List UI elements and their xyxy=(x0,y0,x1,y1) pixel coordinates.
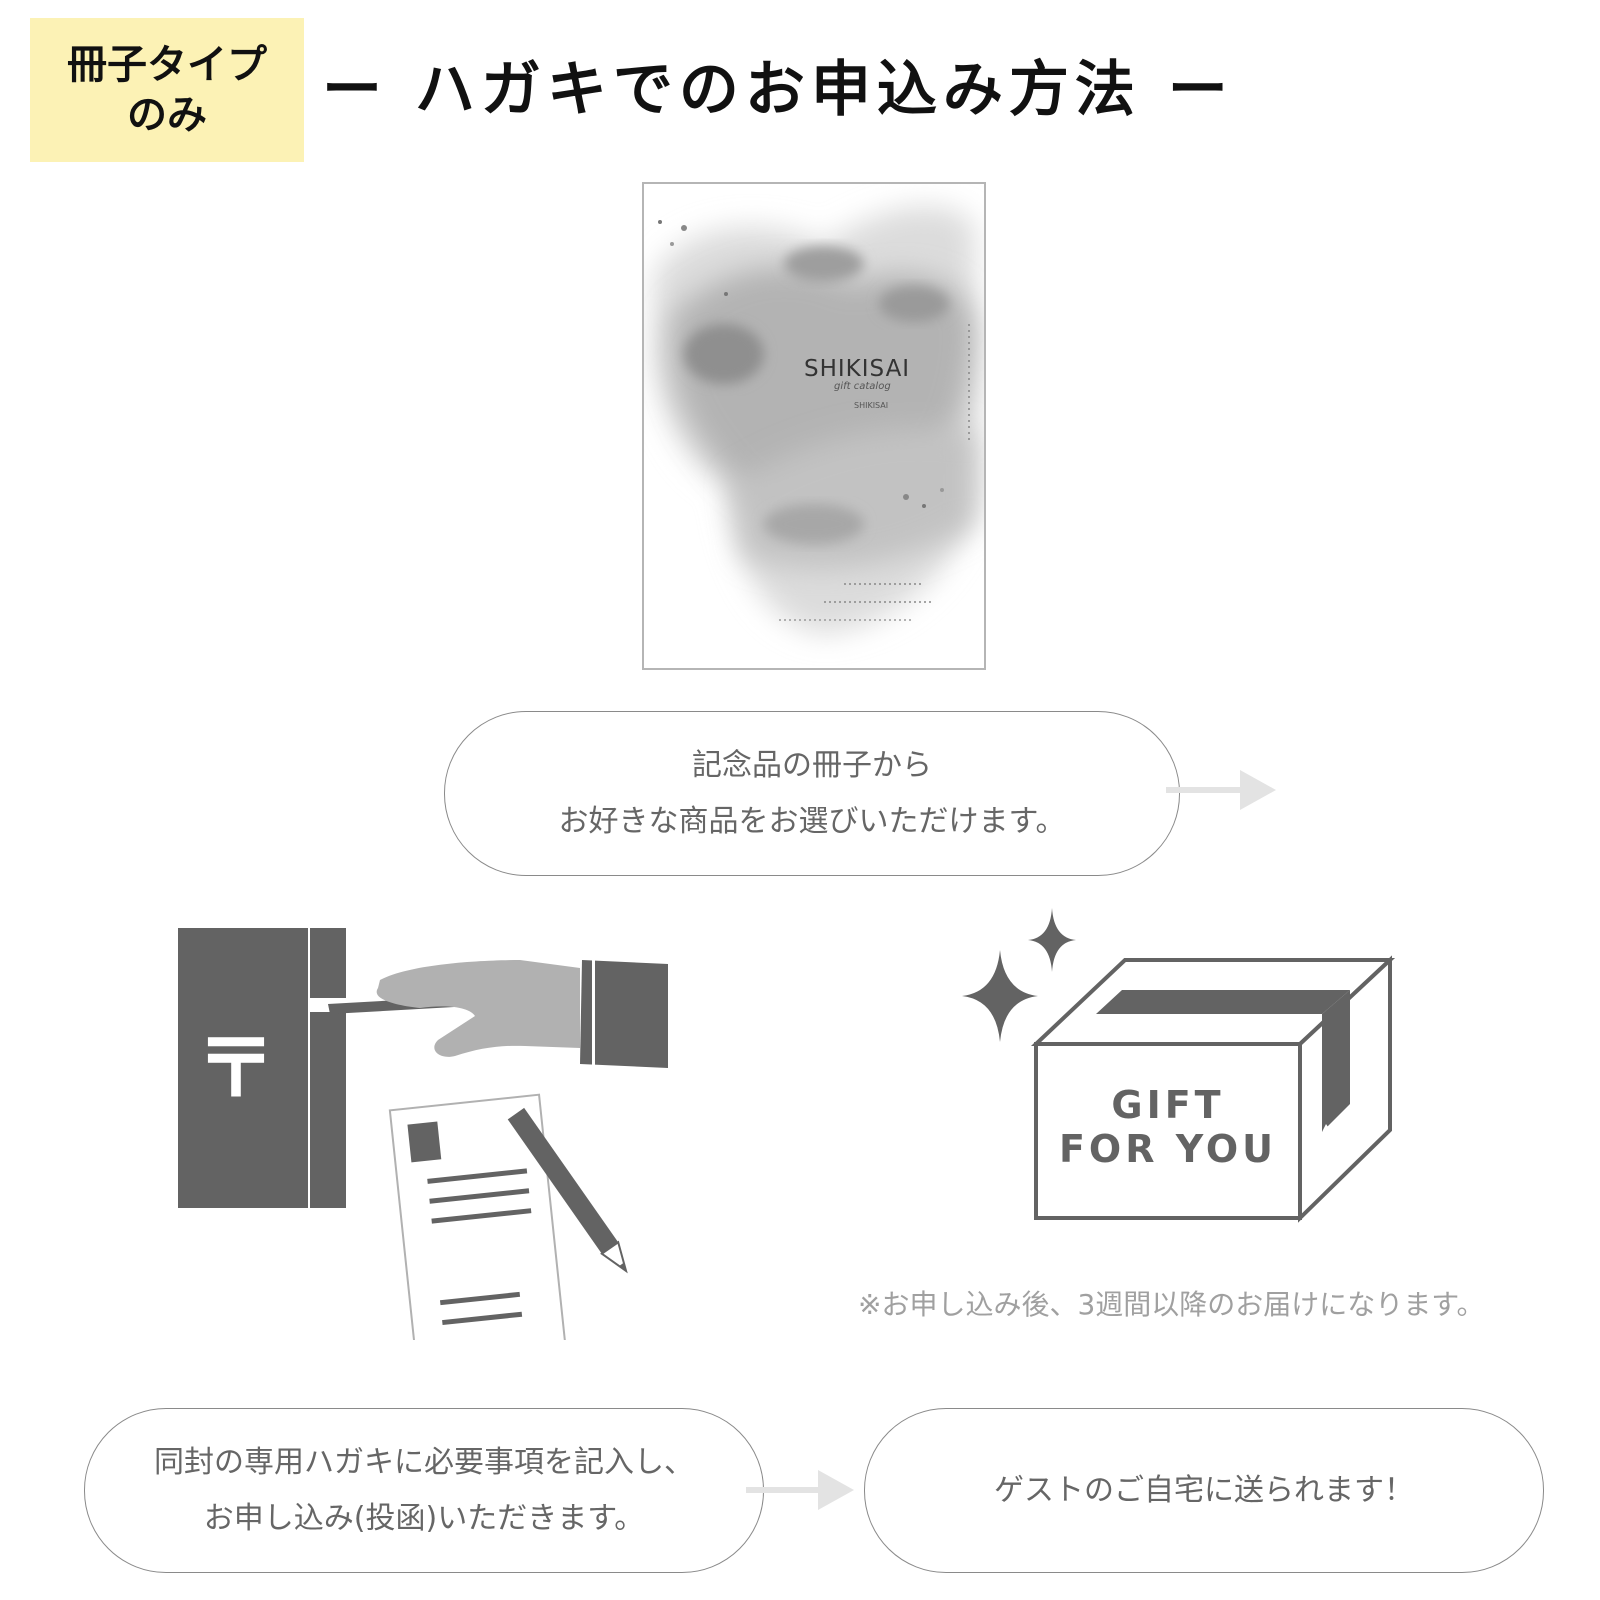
step-choose-gift-line-2: お好きな商品をお選びいただけます。 xyxy=(558,803,1066,839)
badge-line-1: 冊子タイプ xyxy=(67,42,267,88)
booklet-cover-image: SHIKISAI gift catalog SHIKISAI xyxy=(642,182,986,670)
step-mail-postcard: 同封の専用ハガキに必要事項を記入し、 お申し込み(投函)いただきます。 xyxy=(84,1408,764,1573)
gift-label-line-1: GIFT xyxy=(1111,1083,1224,1127)
postcard-form-icon xyxy=(388,1093,567,1340)
gift-label-line-2: FOR YOU xyxy=(1059,1127,1277,1171)
postal-mark-icon: 〒 xyxy=(196,1022,276,1115)
badge-line-2: のみ xyxy=(127,92,207,138)
postbox-illustration: 〒 xyxy=(178,928,668,1340)
step-mail-postcard-line-2: お申し込み(投函)いただきます。 xyxy=(203,1500,645,1536)
sparkle-icon xyxy=(962,908,1076,1042)
pencil-icon xyxy=(507,1107,628,1274)
watercolor-illustration: SHIKISAI gift catalog SHIKISAI xyxy=(653,206,979,634)
postbox-icon xyxy=(178,928,308,1208)
delivery-note: ※お申し込み後、3週間以降のお届けになります。 xyxy=(858,1288,1485,1321)
booklet-sub: SHIKISAI xyxy=(854,401,888,410)
step-choose-gift-line-1: 記念品の冊子から xyxy=(692,747,932,783)
step-choose-gift: 記念品の冊子から お好きな商品をお選びいただけます。 xyxy=(444,711,1180,876)
booklet-script: gift catalog xyxy=(834,381,891,392)
arrow-right-icon xyxy=(746,1470,854,1510)
gift-box-illustration: GIFT FOR YOU xyxy=(1030,955,1396,1223)
arrow-right-icon xyxy=(1166,770,1276,810)
step-delivered-home-line-1: ゲストのご自宅に送られます！ xyxy=(994,1472,1414,1508)
page-title: ー ハガキでのお申込み方法 ー xyxy=(322,54,1234,125)
step-mail-postcard-line-1: 同封の専用ハガキに必要事項を記入し、 xyxy=(154,1444,694,1480)
step-delivered-home: ゲストのご自宅に送られます！ xyxy=(864,1408,1544,1573)
hand-icon xyxy=(376,960,580,1057)
booklet-brand: SHIKISAI xyxy=(804,356,910,382)
badge-booklet-only: 冊子タイプ のみ xyxy=(30,18,304,162)
